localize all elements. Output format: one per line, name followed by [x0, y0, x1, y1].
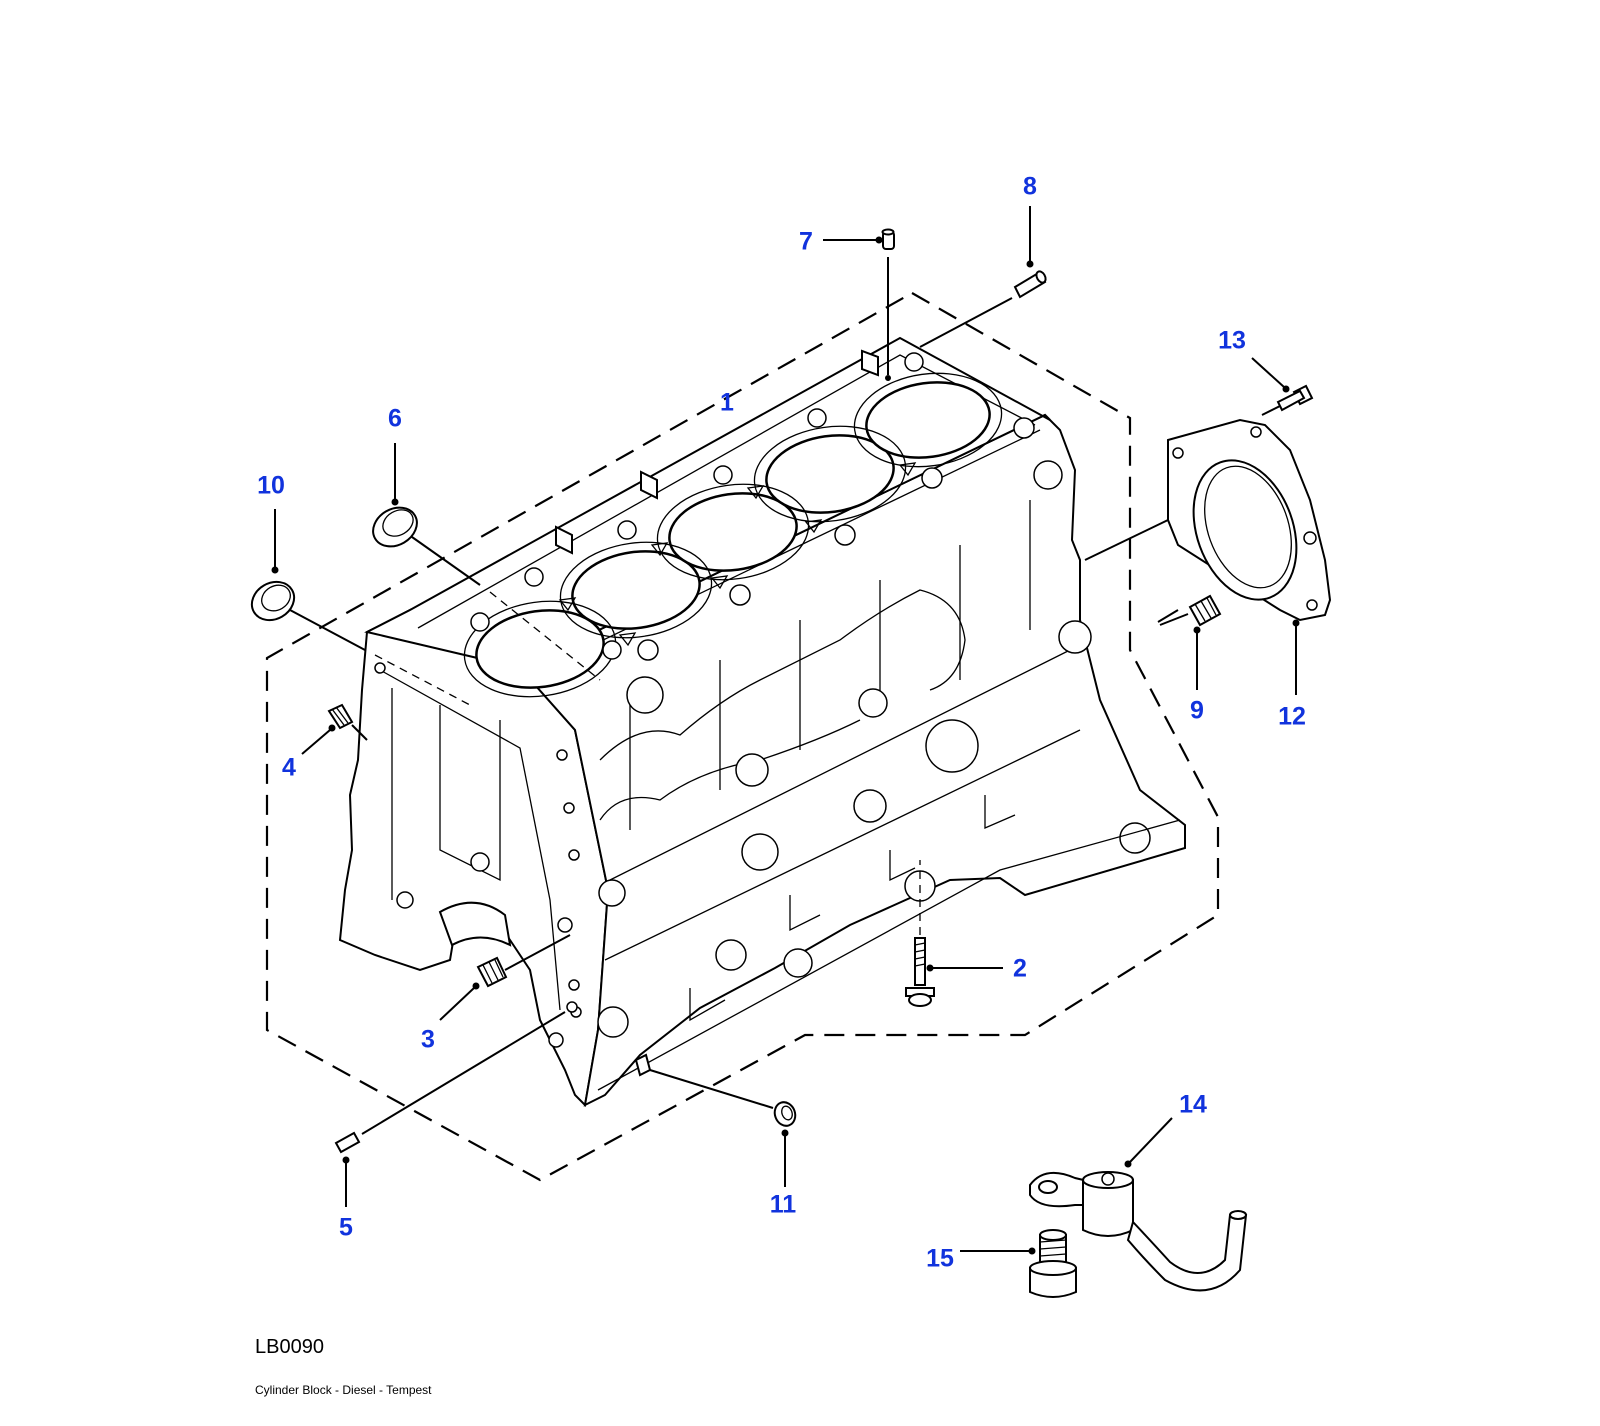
diagram-caption: Cylinder Block - Diesel - Tempest [255, 1383, 432, 1397]
part-15-banjo-bolt [1029, 1229, 1077, 1298]
svg-text:4: 4 [282, 754, 296, 782]
callout-3: 3 [421, 982, 480, 1054]
callout-15: 15 [926, 1245, 1036, 1273]
part-11-bush [649, 1069, 797, 1127]
svg-text:8: 8 [1023, 173, 1037, 201]
callout-6: 6 [388, 405, 402, 506]
part-4-threaded-plug [327, 703, 368, 741]
part-8-dowel [919, 270, 1047, 348]
part-6-core-plug [372, 506, 601, 681]
svg-text:9: 9 [1190, 697, 1204, 725]
callout-12: 12 [1278, 619, 1306, 731]
part-12-rear-oil-seal-housing [1084, 418, 1332, 623]
callout-4: 4 [282, 724, 336, 782]
svg-text:2: 2 [1013, 955, 1027, 983]
svg-text:13: 13 [1218, 327, 1246, 355]
svg-text:3: 3 [421, 1026, 435, 1054]
svg-text:7: 7 [799, 228, 813, 256]
svg-text:10: 10 [257, 472, 285, 500]
cylinder-block [338, 336, 1186, 1108]
part-3-threaded-plug [476, 934, 571, 988]
callout-13: 13 [1218, 327, 1290, 393]
diagram-code: LB0090 [255, 1336, 324, 1358]
svg-text:11: 11 [770, 1191, 797, 1219]
svg-text:6: 6 [388, 405, 402, 433]
part-2-bolt [905, 860, 935, 1007]
part-10-core-plug [250, 580, 471, 706]
callout-5: 5 [339, 1156, 353, 1242]
svg-text:15: 15 [926, 1245, 954, 1273]
part-13-bolt [1261, 384, 1314, 416]
svg-text:14: 14 [1179, 1091, 1207, 1119]
part-7-dowel [881, 228, 895, 381]
callout-1: 1 [720, 389, 734, 417]
callout-9: 9 [1190, 626, 1204, 725]
callout-7: 7 [799, 228, 883, 256]
callout-2: 2 [926, 955, 1027, 983]
callout-14: 14 [1124, 1091, 1207, 1168]
assembly-boundary [265, 292, 1220, 1182]
part-14-piston-cooling-jet [1029, 1171, 1248, 1292]
svg-text:12: 12 [1278, 703, 1306, 731]
part-5-dowel [334, 1011, 566, 1154]
callout-10: 10 [257, 472, 285, 574]
callout-11: 11 [770, 1129, 797, 1219]
svg-text:1: 1 [720, 389, 734, 417]
callout-8: 8 [1023, 173, 1037, 268]
part-9-threaded-plug [1159, 594, 1222, 627]
svg-text:5: 5 [339, 1214, 353, 1242]
